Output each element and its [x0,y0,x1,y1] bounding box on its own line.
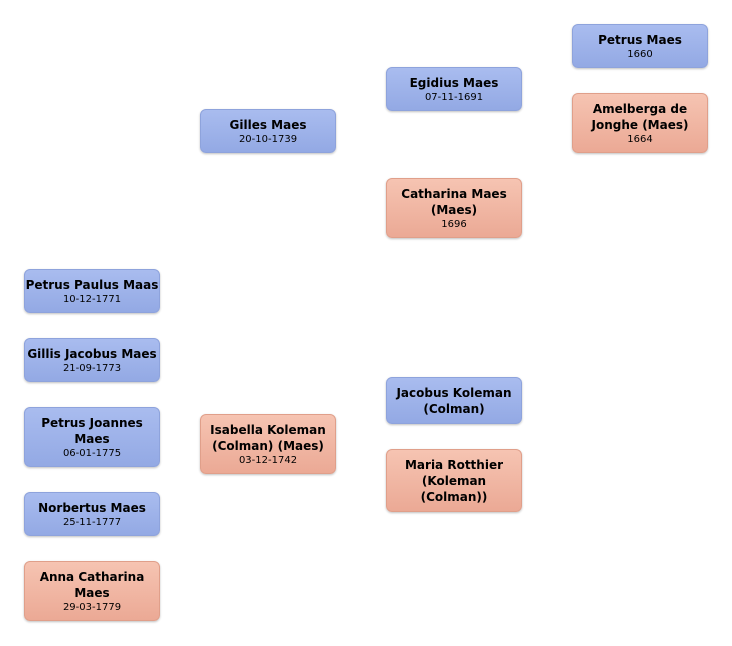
person-card-petrus-maes[interactable]: Petrus Maes 1660 [572,24,708,68]
person-name: Isabella Koleman (Colman) (Maes) [210,422,326,453]
person-date: 03-12-1742 [238,454,298,466]
person-card-catharina-maes[interactable]: Catharina Maes (Maes) 1696 [386,178,522,238]
person-date: 1664 [627,133,653,145]
person-card-norbertus-maes[interactable]: Norbertus Maes 25-11-1777 [24,492,160,536]
person-card-petrus-joannes-maes[interactable]: Petrus Joannes Maes 06-01-1775 [24,407,160,467]
person-name: Petrus Paulus Maas [25,277,159,292]
person-card-gilles-maes[interactable]: Gilles Maes 20-10-1739 [200,109,336,153]
person-card-gillis-jacobus-maes[interactable]: Gillis Jacobus Maes 21-09-1773 [24,338,160,382]
person-card-amelberga-de-jonghe[interactable]: Amelberga de Jonghe (Maes) 1664 [572,93,708,153]
person-card-isabella-koleman[interactable]: Isabella Koleman (Colman) (Maes) 03-12-1… [200,414,336,474]
person-card-egidius-maes[interactable]: Egidius Maes 07-11-1691 [386,67,522,111]
person-date: 20-10-1739 [238,133,298,145]
person-name: Egidius Maes [409,75,499,90]
person-date: 29-03-1779 [62,601,122,613]
person-date: 21-09-1773 [62,362,122,374]
person-date: 07-11-1691 [424,91,484,103]
person-name: Norbertus Maes [38,500,146,515]
person-name: Petrus Joannes Maes [41,415,143,446]
person-date: 06-01-1775 [62,447,122,459]
person-name: Maria Rotthier (Koleman (Colman)) [404,457,503,504]
person-date: 1696 [441,218,467,230]
person-name: Anna Catharina Maes [39,569,145,600]
person-name: Amelberga de Jonghe (Maes) [591,101,689,132]
person-card-maria-rotthier[interactable]: Maria Rotthier (Koleman (Colman)) [386,449,522,512]
person-card-petrus-paulus-maas[interactable]: Petrus Paulus Maas 10-12-1771 [24,269,160,313]
person-name: Jacobus Koleman (Colman) [396,385,512,416]
person-date: 25-11-1777 [62,516,122,528]
person-date: 10-12-1771 [62,293,122,305]
person-name: Gilles Maes [229,117,307,132]
person-name: Gillis Jacobus Maes [27,346,157,361]
person-card-jacobus-koleman[interactable]: Jacobus Koleman (Colman) [386,377,522,424]
person-date: 1660 [627,48,653,60]
person-card-anna-catharina-maes[interactable]: Anna Catharina Maes 29-03-1779 [24,561,160,621]
person-name: Petrus Maes [598,32,682,47]
person-name: Catharina Maes (Maes) [401,186,507,217]
